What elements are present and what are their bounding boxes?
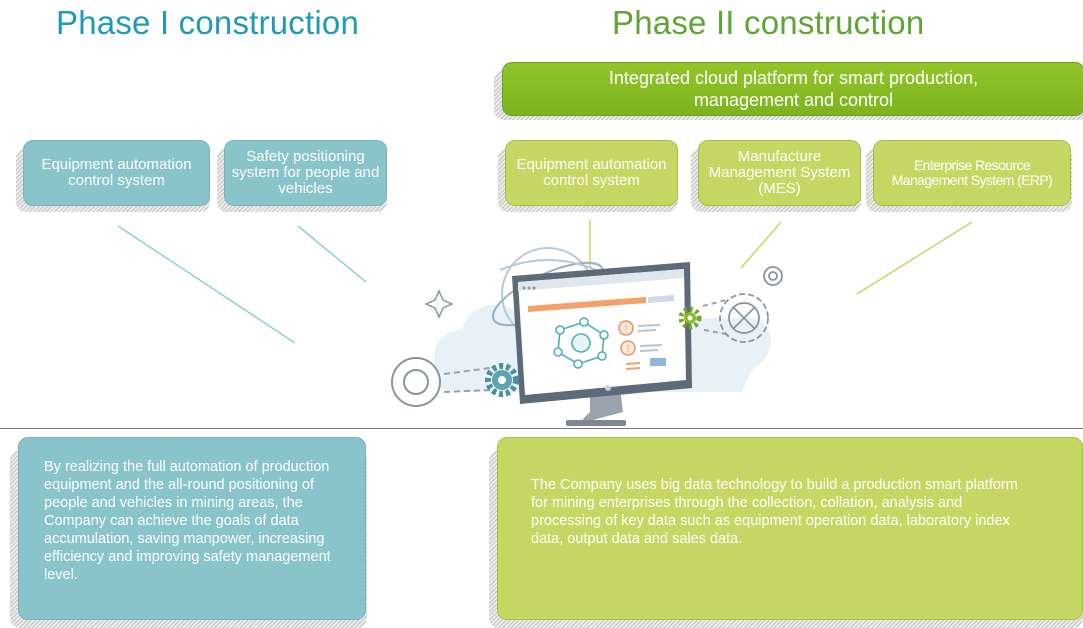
gear-outline-icon <box>719 293 769 343</box>
phase1-title: Phase I construction <box>56 4 359 41</box>
phase2-description-box: The Company uses big data technology to … <box>497 437 1083 620</box>
gear-icon <box>485 363 519 397</box>
connector-line <box>297 225 367 283</box>
monitor-icon: ! ! <box>512 262 692 404</box>
svg-text:!: ! <box>627 344 630 355</box>
monitor-stand <box>578 388 623 424</box>
phase2-title: Phase II construction <box>612 4 925 41</box>
connector-line <box>856 221 973 295</box>
phase1-system-label: Equipment automation control system <box>41 156 192 189</box>
phase2-system-box-2: Manufacture Management System (MES) <box>698 140 861 206</box>
phase2-system-box-1: Equipment automation control system <box>505 140 678 206</box>
phase1-system-box-2: Safety positioning system for people and… <box>224 140 387 206</box>
sparkle-icon <box>424 289 454 319</box>
svg-text:!: ! <box>625 324 628 335</box>
phase1-system-box-1: Equipment automation control system <box>23 140 210 206</box>
phase2-description: The Company uses big data technology to … <box>531 477 1018 547</box>
phase2-system-label: Equipment automation control system <box>516 156 667 189</box>
section-divider <box>0 428 1083 429</box>
connector-line <box>117 225 296 344</box>
phase2-system-box-3: Enterprise Resource Management System (E… <box>873 140 1071 206</box>
phase2-system-label: Enterprise Resource Management System (E… <box>891 157 1053 188</box>
phase1-description: By realizing the full automation of prod… <box>44 459 331 583</box>
phase2-system-label: Manufacture Management System (MES) <box>708 148 851 197</box>
gear-icon <box>678 306 702 330</box>
phase1-description-box: By realizing the full automation of prod… <box>18 437 366 620</box>
connector-line <box>740 221 782 269</box>
target-ring-icon <box>391 357 441 407</box>
small-ring-icon <box>763 266 783 286</box>
phase1-system-label: Safety positioning system for people and… <box>231 148 380 197</box>
platform-box: Integrated cloud platform for smart prod… <box>502 62 1083 116</box>
platform-label: Integrated cloud platform for smart prod… <box>608 68 979 110</box>
alert-icon: ! ! <box>618 320 636 356</box>
